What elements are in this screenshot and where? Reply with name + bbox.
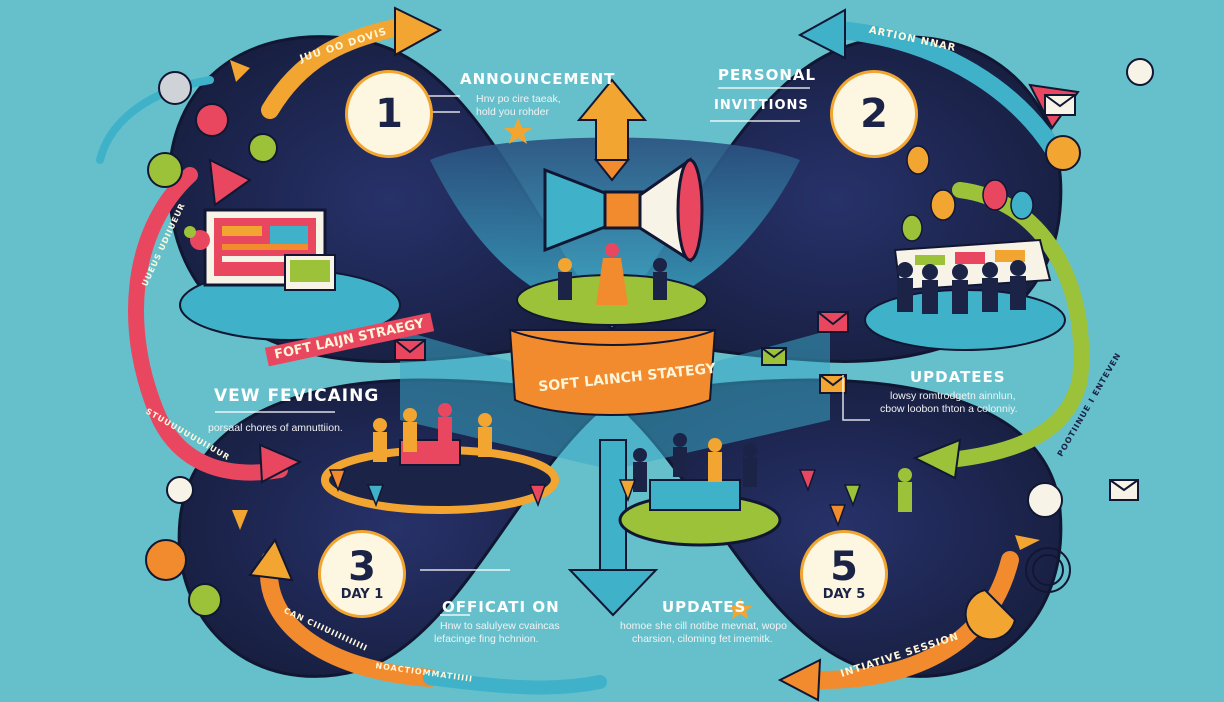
ring-icon [1025, 547, 1071, 593]
arrow-down-icon [567, 569, 659, 617]
arrow-left-icon [912, 438, 962, 480]
target-icon [1045, 135, 1081, 171]
star-icon [230, 60, 1040, 619]
arrow-left-icon [777, 658, 822, 702]
step-day: DAY 1 [340, 586, 384, 602]
bottom-left-group [321, 403, 559, 514]
arrow-right-icon [208, 158, 252, 207]
step-number: 5 [830, 543, 858, 590]
flag-icon [328, 469, 862, 528]
connector-lines [215, 87, 870, 616]
step-2-title: PERSONAL [718, 66, 817, 84]
step-3-desc-line-2: lefacinge fing hchnion. [434, 633, 539, 645]
balloon-icon [901, 145, 1034, 242]
decorative-icons [145, 58, 1154, 641]
step-5-title: UPDATES [662, 598, 747, 616]
arrow-shaft [599, 439, 627, 571]
settings-icon [1126, 58, 1154, 86]
clock-icon [1027, 482, 1063, 518]
megaphone-icon [543, 157, 704, 263]
step-badge-1: 1 [345, 70, 433, 158]
left-section-desc: porsaal chores of amnuttiion. [208, 422, 343, 434]
step-badge-5: 5 DAY 5 [800, 530, 888, 618]
heart-icon [195, 103, 229, 137]
arrow-right-icon [394, 6, 443, 57]
number-badge-icon [166, 476, 194, 504]
pin-icon [964, 588, 1017, 641]
step-day: DAY 5 [822, 586, 866, 602]
arrow-up-icon [248, 537, 294, 582]
team-meeting [864, 145, 1066, 351]
step-2-title-line-2: INVITTIONS [714, 98, 809, 113]
right-section-title: UPDATEES [910, 368, 1006, 386]
step-number: 2 [860, 91, 888, 137]
center-podium [508, 157, 717, 416]
envelope-icon [394, 94, 1139, 501]
heart-icon [188, 583, 222, 617]
computer-desk [179, 208, 401, 341]
step-badge-3: 3 DAY 1 [318, 530, 406, 618]
step-1-title: ANNOUNCEMENT [460, 70, 616, 88]
check-icon [248, 133, 278, 163]
right-section-desc-line-1: lowsy romtrodgetn ainnlun, [890, 390, 1016, 402]
step-badge-2: 2 [830, 70, 918, 158]
people-icon [558, 243, 667, 305]
step-number: 1 [375, 91, 403, 137]
step-3-title: OFFICATI ON [442, 598, 560, 616]
step-5-desc-line-2: charsion, ciloming fet imemitk. [632, 633, 773, 645]
arrow-left-icon [797, 8, 846, 60]
left-section-title: VEW FEVICAING [214, 386, 380, 406]
badge-icon [145, 539, 187, 581]
arrow-right-icon [258, 443, 303, 484]
power-icon [158, 71, 192, 105]
step-3-desc-line-1: Hnw to salulyew cvaincas [440, 620, 560, 632]
outer-ring-arcs [96, 19, 1090, 695]
bottom-right-group [618, 433, 912, 547]
step-number: 3 [348, 543, 376, 590]
network-icon [147, 152, 183, 188]
step-1-desc-line-1: Hnv po cire taeak, [476, 93, 561, 105]
step-1-desc-line-2: hold you rohder [476, 106, 549, 118]
step-5-desc-line-1: homoe she cill notibe mevnat, wopo [620, 620, 787, 632]
right-section-desc-line-2: cbow loobon thton a colonniy. [880, 403, 1018, 415]
